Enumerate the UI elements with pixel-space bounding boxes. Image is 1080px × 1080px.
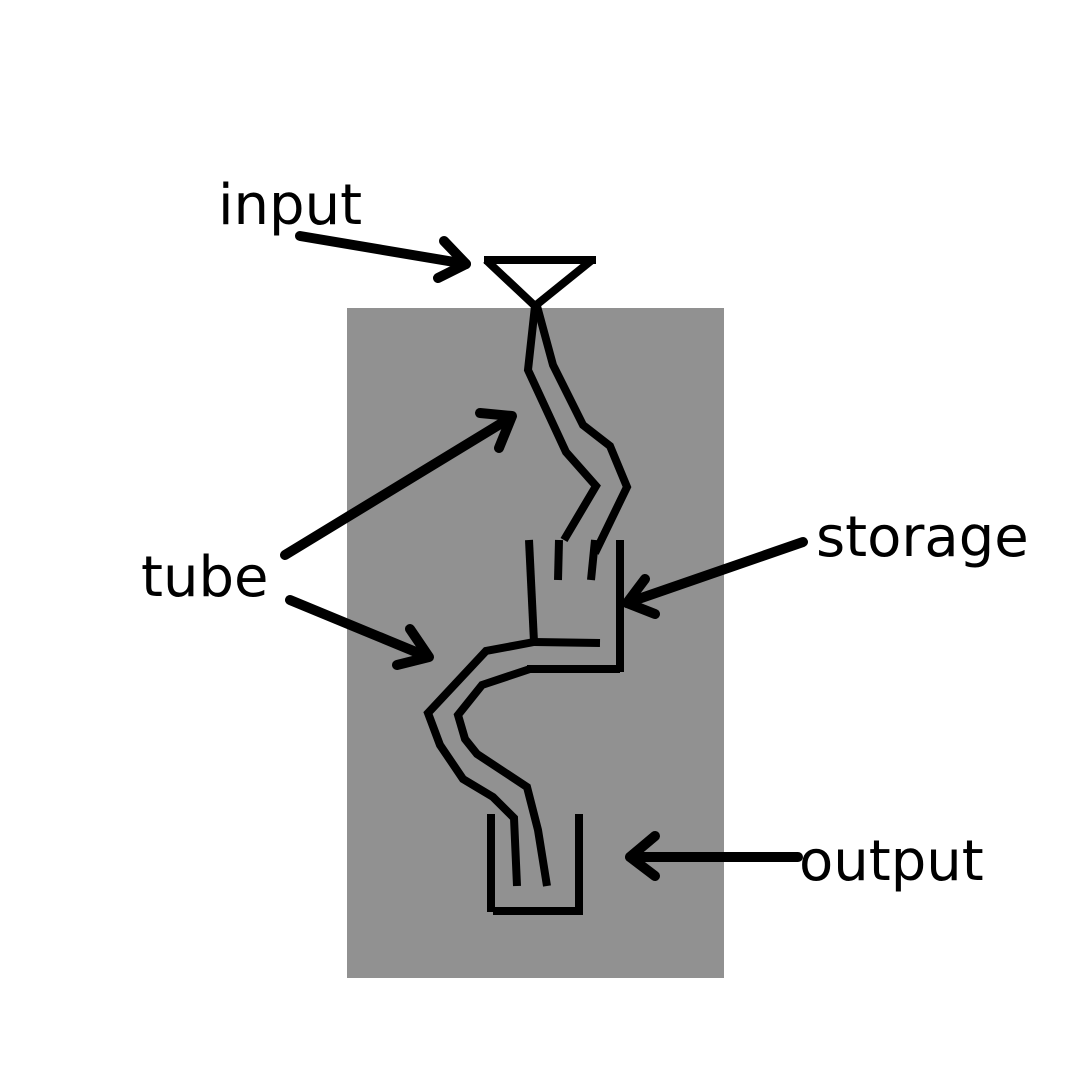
storage-arrow [622,537,808,619]
tube-arrow-lower [285,595,434,670]
tube-arrow-upper [280,408,517,560]
input-label: input [218,173,362,238]
lower-tube [423,638,551,887]
output-container [487,814,583,915]
upper-tube [523,304,632,581]
storage-label: storage [816,505,1029,570]
storage-container [525,539,624,673]
output-arrow [625,831,803,881]
input-arrow [295,231,471,283]
tube-label: tube [141,545,268,610]
input-funnel [483,256,596,310]
output-label: output [799,829,984,894]
